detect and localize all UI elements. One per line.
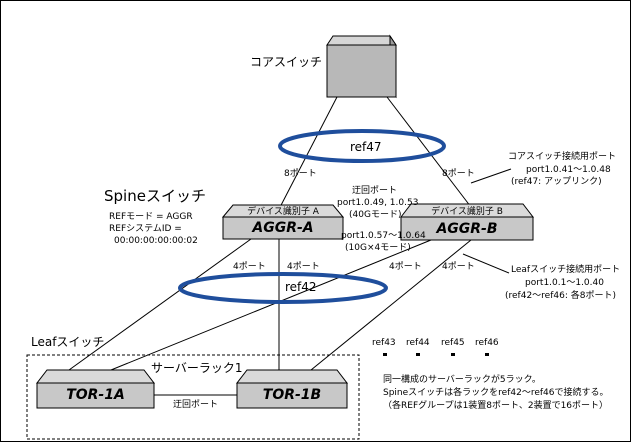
detour-mode-10g: (10G×4モード) <box>345 243 411 253</box>
core-ports-note: (ref47: アップリンク) <box>511 177 602 187</box>
note-line-2: Spineスイッチは各ラックをref42～ref46で接続する。 <box>383 388 609 398</box>
callout-lines <box>462 168 512 274</box>
aggr-b-name: AGGR-B <box>436 221 498 237</box>
server-rack-box <box>26 354 360 440</box>
tor-1a-name: TOR-1A <box>66 387 125 403</box>
core-ports-title: コアスイッチ接続用ポート <box>508 152 617 162</box>
core-switch <box>326 34 397 99</box>
detour-title: 迂回ポート <box>352 186 398 196</box>
ref46-label: ref46 <box>475 338 499 348</box>
spine-ref-system-id: REFシステムID = <box>109 224 182 234</box>
spine-ref-mode: REFモード = AGGR <box>109 212 193 222</box>
aggr-a-switch <box>221 204 345 240</box>
ref42-ring <box>178 272 388 304</box>
leaf-ports-note: (ref42～ref46: 各8ポート) <box>505 291 616 301</box>
ref42-label: ref42 <box>285 280 317 294</box>
core-ports-range: port1.0.41～1.0.48 <box>526 165 611 175</box>
downlink-ports-b1: 4ポート <box>389 262 422 272</box>
downlink-lines <box>68 238 472 371</box>
tor-1b-name: TOR-1B <box>262 387 322 403</box>
downlink-ports-b2: 4ポート <box>442 262 475 272</box>
aggr-a-id-label: デバイス識別子 A <box>247 207 319 217</box>
uplink-ports-b: 8ポート <box>442 169 475 179</box>
ref43-label: ref43 <box>372 338 396 348</box>
downlink-ports-a2: 4ポート <box>287 262 320 272</box>
ref44-label: ref44 <box>406 338 430 348</box>
core-switch-label: コアスイッチ <box>250 55 323 69</box>
tor-1b-switch <box>235 369 349 409</box>
server-rack-label: サーバーラック1 <box>151 361 243 375</box>
detour-ports-10g: port1.0.57～1.0.64 <box>341 231 426 241</box>
note-line-1: 同一構成のサーバーラックが5ラック。 <box>383 375 541 385</box>
detour-ports-40g: port1.0.49, 1.0.53 <box>337 198 419 208</box>
leaf-ports-title: Leafスイッチ接続用ポート <box>511 265 621 275</box>
spine-title: Spineスイッチ <box>104 187 206 205</box>
downlink-ports-a1: 4ポート <box>233 262 266 272</box>
detour-mode-40g: (40Gモード) <box>349 210 402 220</box>
leaf-detour-port: 迂回ポート <box>173 400 219 410</box>
leaf-ports-range: port1.0.1～1.0.40 <box>525 278 604 288</box>
aggr-b-switch <box>399 203 535 241</box>
spine-ref-system-id-value: 00:00:00:00:00:02 <box>114 236 198 246</box>
aggr-a-name: AGGR-A <box>252 220 314 236</box>
note-line-3: （各REFグループは1装置8ポート、2装置で16ポート） <box>383 401 609 411</box>
ref-markers <box>383 353 489 356</box>
uplink-ports-a: 8ポート <box>284 169 317 179</box>
leaf-title: Leafスイッチ <box>31 335 105 349</box>
aggr-b-id-label: デバイス識別子 B <box>431 207 503 217</box>
ref47-label: ref47 <box>350 140 382 154</box>
ref45-label: ref45 <box>441 338 465 348</box>
ref47-ring <box>278 129 446 163</box>
